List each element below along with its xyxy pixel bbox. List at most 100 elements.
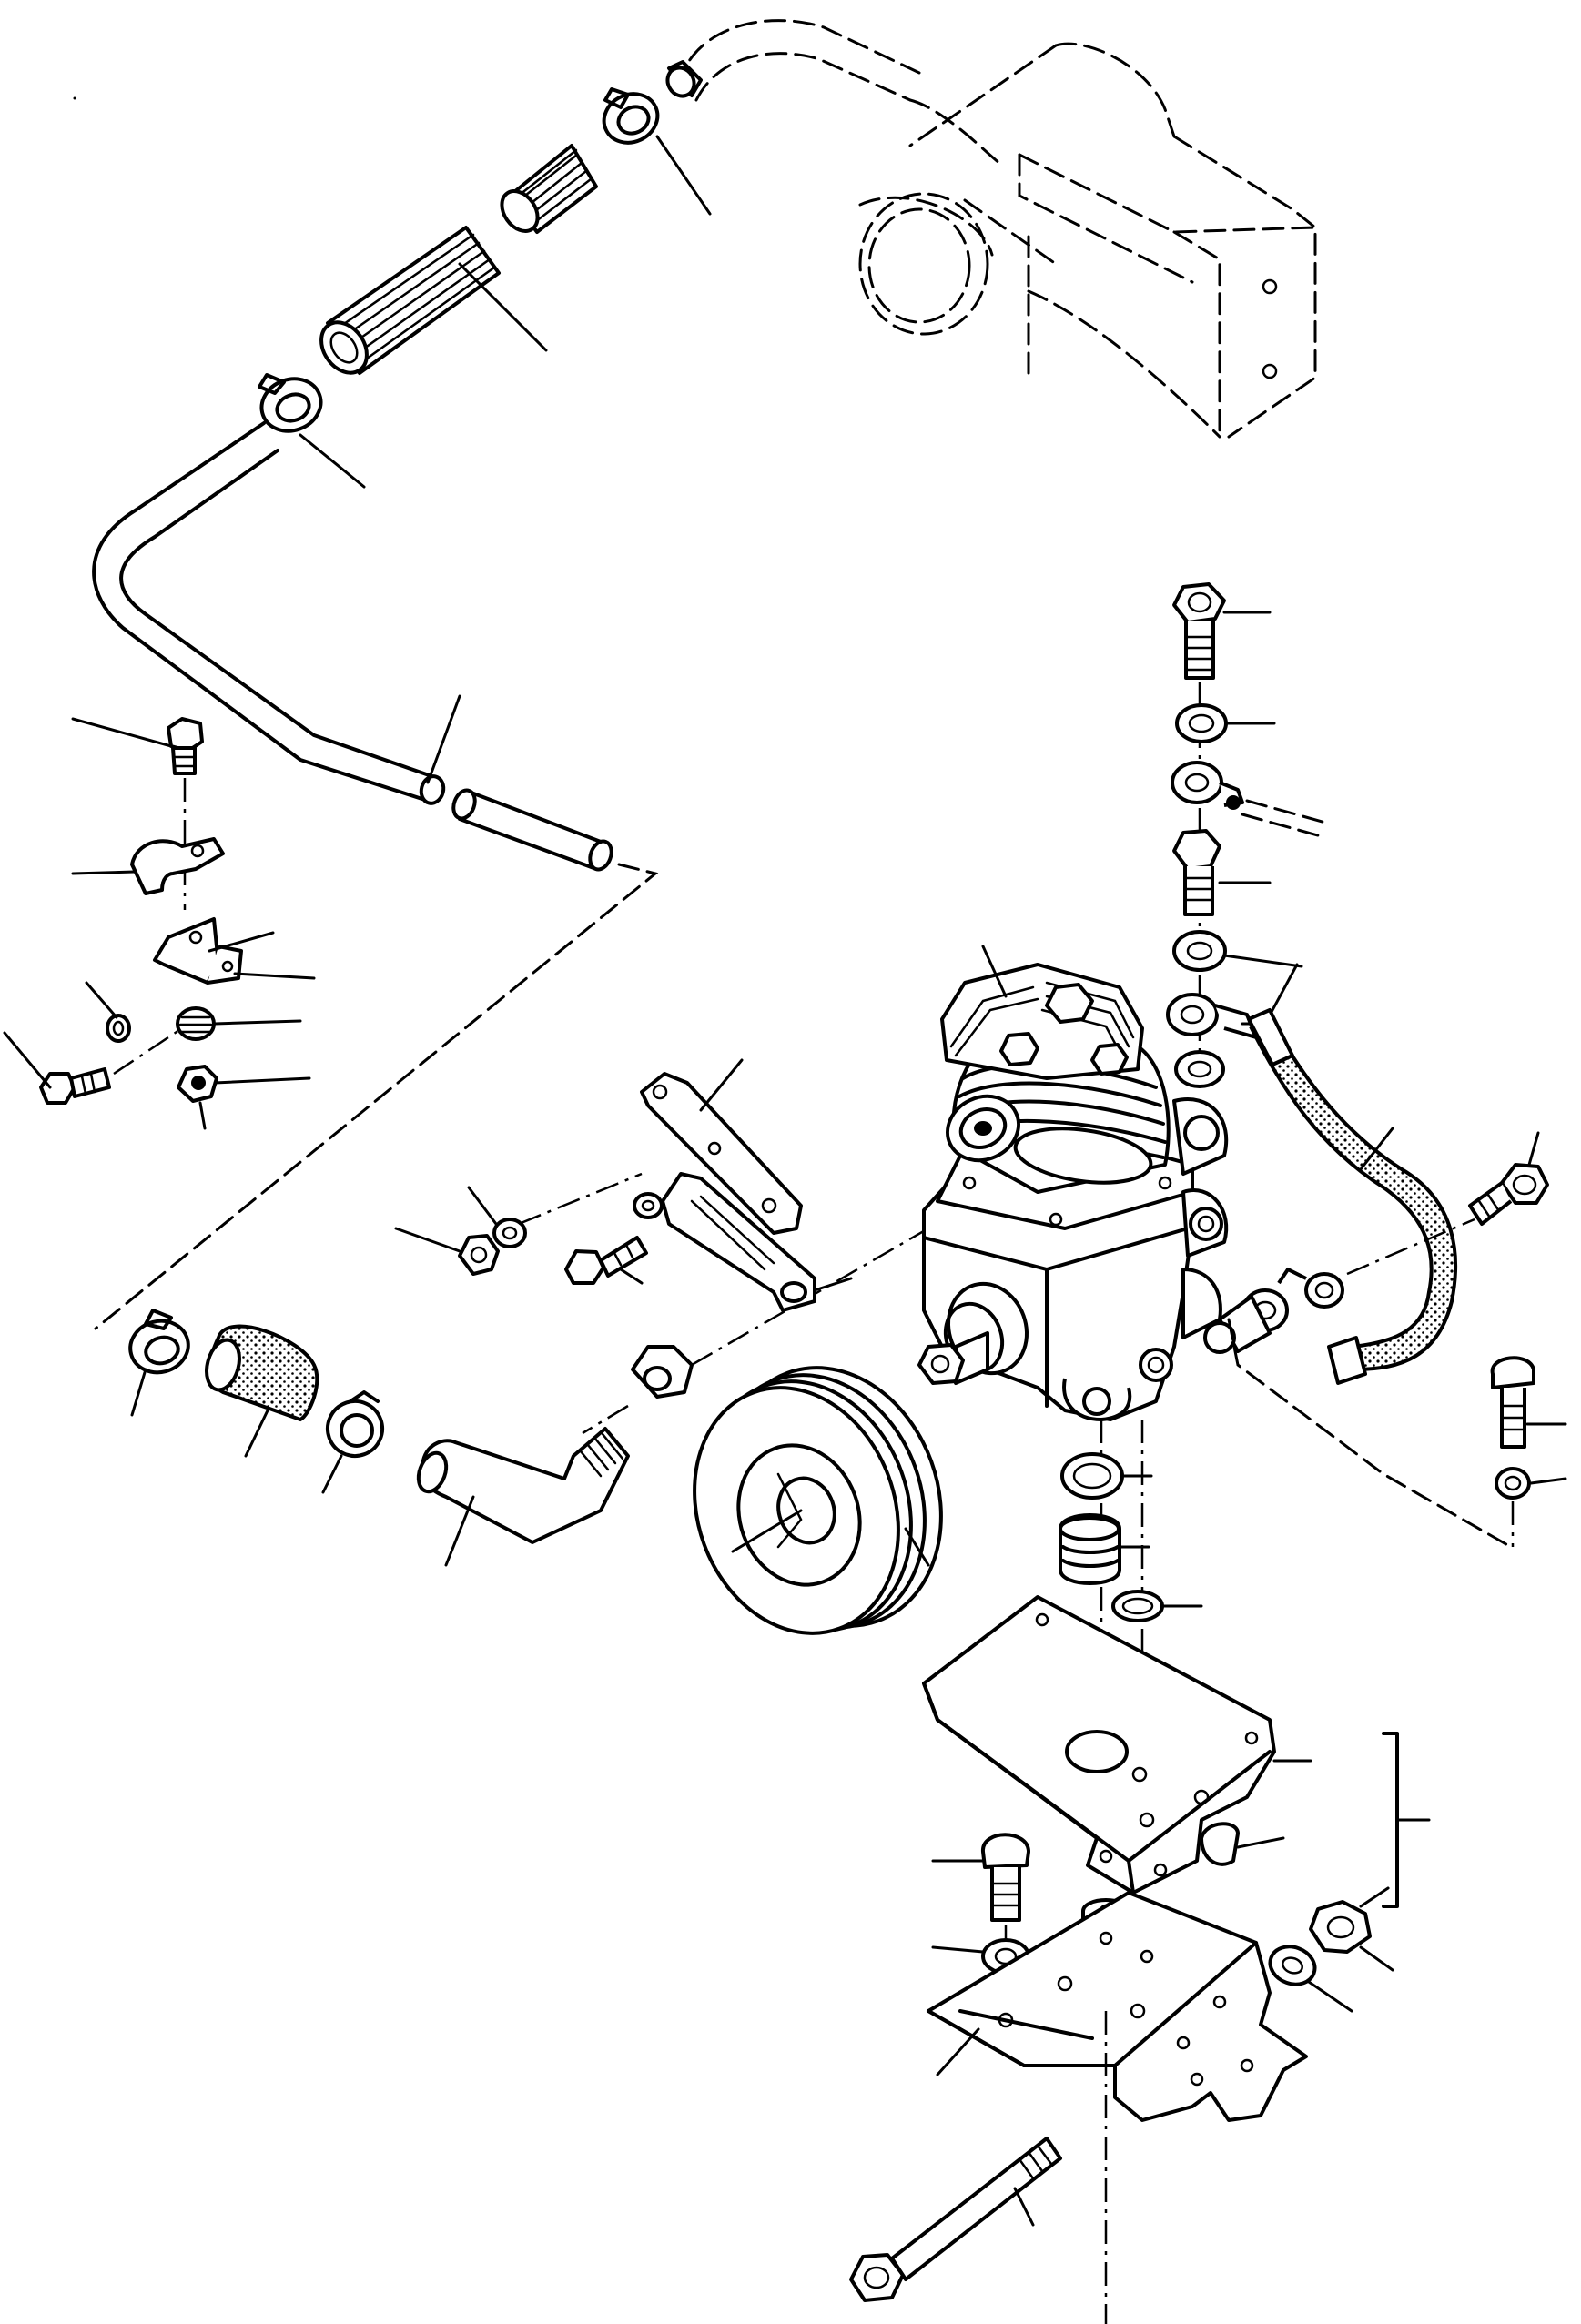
assembly-centerline <box>694 52 912 102</box>
leader-bellows <box>458 262 548 352</box>
leader-line <box>130 1368 147 1417</box>
leader-pulley <box>731 1509 803 1553</box>
washer-right-plate <box>1268 1945 1317 1986</box>
bolt-plate <box>981 1833 1030 1922</box>
leader-line <box>813 1277 853 1292</box>
assembly-centerline <box>94 863 659 1330</box>
leader-nut-left <box>213 1019 302 1026</box>
leader-bracket <box>233 972 316 980</box>
leader-line <box>213 1076 311 1085</box>
slotted-bracket <box>661 1172 816 1312</box>
leader-line <box>3 1031 52 1089</box>
assembly-centerline <box>963 198 1058 266</box>
breather-plug <box>1059 1513 1121 1585</box>
assembly-centerline <box>676 19 921 88</box>
hose-banjo-end <box>1166 993 1258 1039</box>
leader-line <box>1527 1131 1540 1167</box>
bolt-bracket <box>564 1236 648 1285</box>
leader-line <box>931 1945 985 1954</box>
corrugated-hose-long <box>319 226 501 375</box>
assembly-centerline <box>867 207 971 324</box>
banjo-bolt <box>1172 829 1221 916</box>
assembly-centerline <box>858 196 994 257</box>
leader-long-bolt <box>1013 2187 1035 2227</box>
leader-pipe-clip <box>71 870 137 875</box>
bolt-top-right <box>1172 582 1226 680</box>
assembly-centerline <box>1054 42 1176 138</box>
leader-line <box>619 1268 644 1285</box>
clamp-lower-mid <box>326 1390 384 1458</box>
leader-line <box>208 931 275 953</box>
assembly-centerline <box>518 1172 643 1226</box>
leader-line <box>1529 1477 1567 1485</box>
leader-line <box>198 1101 207 1130</box>
assembly-centerline <box>858 192 989 336</box>
leader-line <box>244 1407 270 1458</box>
assembly-centerline <box>908 44 1058 147</box>
leader-intake-clamp-top <box>655 135 712 216</box>
leader-line <box>321 1454 343 1494</box>
filter-sleeve <box>205 1324 319 1422</box>
leader-compressor <box>981 945 1008 998</box>
pipe-stub <box>451 788 613 872</box>
bolt-right <box>1468 1163 1549 1226</box>
intake-nipple <box>665 60 703 98</box>
assembly-centerline <box>113 1026 183 1076</box>
nut-right-plate <box>1309 1900 1372 1954</box>
leader-line <box>1359 1886 1390 1908</box>
spring-washer-small <box>106 1014 131 1043</box>
nut-elbow <box>631 1345 694 1399</box>
clamp-lower-left <box>128 1309 190 1375</box>
air-filter-housing-phantom <box>676 19 1317 439</box>
leader-line <box>1307 1980 1353 2013</box>
hose-lower-banjo <box>1277 1268 1344 1309</box>
leader-intake-pipe <box>426 694 461 784</box>
leader-bracket-lower <box>936 2027 980 2076</box>
support-bracket <box>927 1891 1308 2122</box>
nut-left <box>177 1065 218 1103</box>
union-fitting <box>1203 1288 1289 1354</box>
assembly-centerline <box>1346 1218 1475 1276</box>
corrugated-hose-short <box>500 144 598 234</box>
leader-hose-clamp-mid <box>299 433 366 489</box>
bolt-right-lower <box>1490 1356 1535 1449</box>
ring-lower <box>1111 1590 1164 1622</box>
washer-tensioner <box>492 1218 527 1248</box>
sealing-ring-1 <box>1175 703 1228 743</box>
long-bolt <box>849 2137 1062 2302</box>
tension-strap <box>640 1072 803 1235</box>
angle-bracket <box>153 917 243 985</box>
sealing-ring-3 <box>1174 1050 1225 1088</box>
nut-tensioner <box>458 1234 500 1276</box>
bolt-left-top <box>167 717 204 775</box>
pipe-clip <box>130 837 225 895</box>
lock-nut-left <box>176 1006 216 1041</box>
leader-line <box>444 1495 475 1567</box>
o-ring-lower <box>1060 1452 1124 1500</box>
leader-line <box>904 1527 930 1567</box>
assembly-centerline <box>1241 813 1326 839</box>
mounting-plate <box>922 1595 1276 1895</box>
leader-pressure-hose <box>1359 1127 1394 1171</box>
leader-line <box>1236 1836 1285 1849</box>
assembly-centerline <box>1018 153 1194 284</box>
leader-line <box>394 1227 461 1253</box>
leader-bolt-left <box>71 717 173 748</box>
assembly-centerline <box>1245 799 1331 825</box>
assembly-centerline <box>908 98 1003 166</box>
leader-line <box>467 1186 498 1226</box>
bolt-left-side <box>39 1067 111 1105</box>
leader-line <box>1359 1945 1394 1972</box>
intake-pipe-bent <box>92 421 446 805</box>
air-compressor <box>917 963 1229 1421</box>
assembly-centerline <box>1018 153 1317 234</box>
hose-clamp-top <box>602 87 660 145</box>
washer-bracket <box>633 1192 664 1219</box>
elbow-pipe <box>416 1427 630 1544</box>
leader-spring-washer <box>85 981 118 1019</box>
assembly-centerline <box>1027 289 1221 439</box>
hose-clamp-mid <box>258 373 323 433</box>
assembly-centerline <box>582 1404 629 1435</box>
pulley <box>693 1366 943 1635</box>
washer-right-lower <box>1495 1467 1531 1500</box>
